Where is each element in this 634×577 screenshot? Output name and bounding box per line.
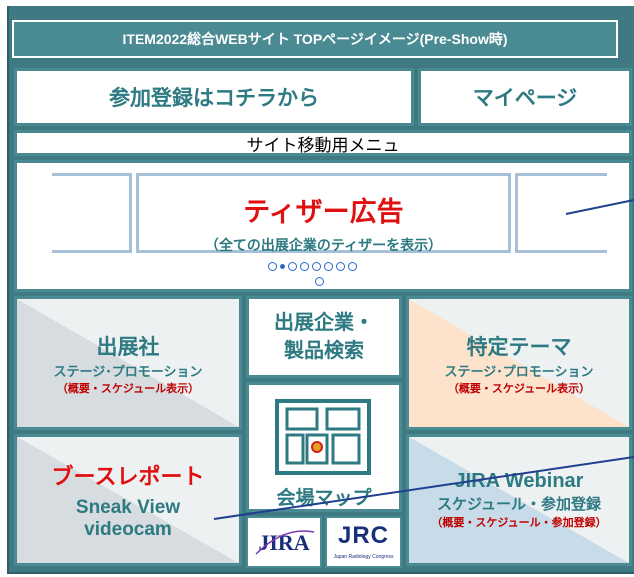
- teaser-slot-center[interactable]: ティザー広告 （全ての出展企業のティザーを表示）: [136, 173, 511, 253]
- exhibitors-subtitle: ステージ･プロモーション: [53, 363, 203, 379]
- booth-report-tile[interactable]: ブースレポート Sneak View videocam: [14, 434, 242, 566]
- carousel-dot[interactable]: [315, 277, 324, 286]
- search-line2: 製品検索: [284, 340, 364, 362]
- teaser-subtitle: （全ての出展企業のティザーを表示）: [204, 237, 443, 253]
- booth-report-line3: videocam: [84, 519, 172, 540]
- exhibitors-title: 出展社: [96, 335, 160, 359]
- exhibitors-note: （概要・スケジュール表示）: [56, 382, 200, 395]
- webinar-title: JIRA Webinar: [454, 470, 584, 492]
- teaser-slot-left[interactable]: [52, 173, 132, 253]
- carousel-dot[interactable]: [348, 262, 357, 271]
- webinar-subtitle: スケジュール・参加登録: [437, 496, 601, 513]
- theme-subtitle: ステージ･プロモーション: [444, 363, 594, 379]
- carousel-dot[interactable]: [324, 262, 333, 271]
- search-line1: 出展企業・: [274, 312, 374, 334]
- teaser-slot-right[interactable]: [515, 173, 607, 253]
- carousel-dot[interactable]: [268, 262, 277, 271]
- floor-map-icon: [275, 399, 371, 475]
- booth-report-line2: Sneak View: [75, 497, 181, 518]
- jira-logo-tile[interactable]: JIRA: [246, 516, 322, 568]
- theme-title: 特定テーマ: [466, 335, 572, 359]
- jrc-caption: Japan Radiology Congress: [333, 554, 394, 560]
- carousel-dot[interactable]: [300, 262, 309, 271]
- booth-report-title: ブースレポート: [51, 464, 205, 489]
- theme-tile[interactable]: 特定テーマ ステージ･プロモーション （概要・スケジュール表示）: [406, 296, 632, 430]
- jrc-logo-tile[interactable]: JRC Japan Radiology Congress: [325, 516, 402, 568]
- exhibitors-tile[interactable]: 出展社 ステージ･プロモーション （概要・スケジュール表示）: [14, 296, 242, 430]
- product-search-tile[interactable]: 出展企業・ 製品検索: [246, 296, 402, 378]
- venue-map-label: 会場マップ: [276, 488, 372, 509]
- webinar-tile[interactable]: JIRA Webinar スケジュール・参加登録 （概要・スケジュール・参加登録…: [406, 434, 632, 566]
- carousel-dot[interactable]: [336, 262, 345, 271]
- jrc-logo: JRC: [337, 522, 389, 549]
- carousel-dot[interactable]: [312, 262, 321, 271]
- site-menu-bar[interactable]: サイト移動用メニュ: [14, 130, 632, 156]
- teaser-title: ティザー広告: [243, 197, 404, 227]
- carousel-dot-active[interactable]: [280, 264, 285, 269]
- page-title: ITEM2022総合WEBサイト TOPページイメージ(Pre-Show時): [12, 20, 618, 58]
- carousel-dot[interactable]: [288, 262, 297, 271]
- webinar-note: （概要・スケジュール・参加登録）: [431, 517, 607, 529]
- register-button[interactable]: 参加登録はコチラから: [14, 68, 414, 126]
- mypage-button[interactable]: マイページ: [418, 68, 632, 126]
- venue-map-tile[interactable]: 会場マップ: [246, 382, 402, 512]
- jira-swoosh-icon: [255, 530, 315, 555]
- teaser-carousel[interactable]: ティザー広告 （全ての出展企業のティザーを表示）: [14, 160, 632, 292]
- carousel-pagination[interactable]: [266, 262, 370, 292]
- theme-note: （概要・スケジュール表示）: [447, 382, 591, 395]
